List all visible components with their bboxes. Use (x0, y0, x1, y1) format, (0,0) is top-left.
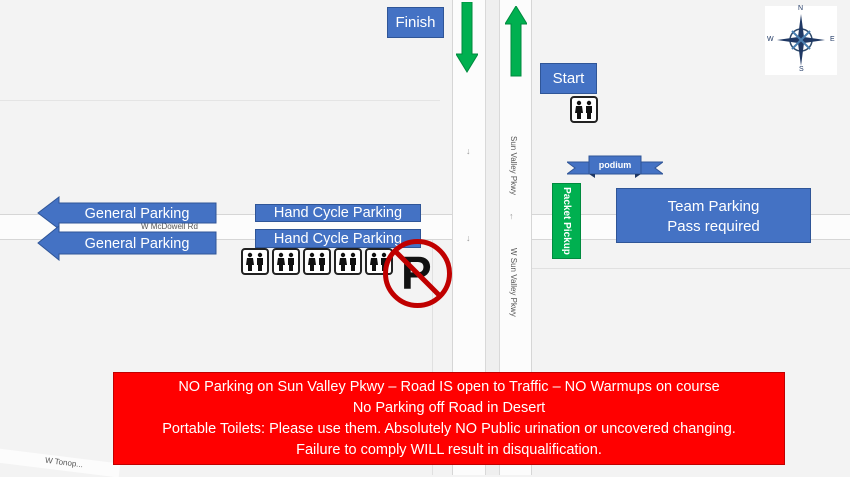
road-edge (532, 268, 850, 269)
start-label: Start (540, 63, 597, 94)
toilet-icon (241, 248, 269, 275)
finish-label: Finish (387, 7, 444, 38)
compass-rose: N S W E (765, 5, 837, 75)
toilet-icon (303, 248, 331, 275)
team-parking-box: Team Parking Pass required (616, 188, 811, 243)
compass-icon (777, 14, 825, 66)
road-name-mcdowell: W McDowell Rd (141, 222, 198, 231)
no-parking-icon (383, 239, 452, 308)
packet-pickup-label: Packet Pickup (561, 187, 573, 255)
road-edge (531, 0, 532, 475)
compass-e: E (830, 36, 835, 43)
notice-line-2: No Parking off Road in Desert (352, 400, 546, 416)
lane-arrow-icon: ↓ (466, 233, 471, 243)
restroom-icon (277, 252, 294, 271)
notice-line-4: Failure to comply WILL result in disqual… (296, 442, 602, 458)
general-parking-arrow-2 (37, 225, 217, 261)
toilet-icon (570, 96, 598, 123)
road-edge (432, 240, 433, 475)
start-arrow-icon (505, 6, 527, 77)
road-edge (0, 214, 850, 215)
road-edge (0, 239, 850, 240)
hand-cycle-parking-1: Hand Cycle Parking (255, 204, 421, 222)
toilet-icon (272, 248, 300, 275)
general-parking-label-1: General Parking (84, 205, 190, 222)
restroom-icon (246, 252, 263, 271)
notice-line-1: NO Parking on Sun Valley Pkwy – Road IS … (178, 379, 720, 395)
road-edge (0, 100, 440, 101)
compass-w: W (767, 36, 774, 43)
road-name-sun-valley: Sun Valley Pkwy (509, 136, 518, 195)
team-parking-line2: Pass required (667, 218, 760, 235)
restroom-icon (339, 252, 356, 271)
finish-arrow-icon (456, 2, 478, 73)
packet-pickup-box (552, 183, 581, 259)
restroom-icon (308, 252, 325, 271)
lane-arrow-icon: ↑ (509, 211, 514, 221)
hand-cycle-parking-2: Hand Cycle Parking (255, 229, 421, 248)
restroom-icon (575, 100, 592, 119)
no-parking-sign: P (381, 237, 454, 310)
general-parking-label-2: General Parking (84, 235, 190, 252)
toilet-icon (334, 248, 362, 275)
no-parking-slash-icon (393, 249, 442, 298)
team-parking-line1: Team Parking (667, 198, 760, 215)
podium-banner (567, 155, 663, 178)
compass-s: S (799, 66, 804, 73)
rules-notice: NO Parking on Sun Valley Pkwy – Road IS … (113, 372, 785, 465)
median (485, 0, 500, 475)
compass-n: N (798, 5, 804, 12)
notice-line-3: Portable Toilets: Please use them. Absol… (162, 421, 736, 437)
road-name-w-sun-valley: W Sun Valley Pkwy (509, 248, 518, 317)
lane-arrow-icon: ↓ (466, 146, 471, 156)
podium-label: podium (598, 159, 632, 170)
road-edge (452, 0, 453, 475)
